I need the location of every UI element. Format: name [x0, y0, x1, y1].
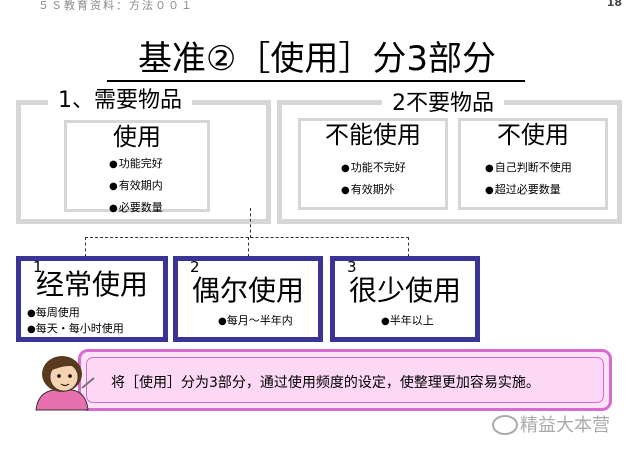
box-title: 偶尔使用 [191, 274, 304, 307]
not-used-box-bullets: 自己判断不使用 超过必要数量 [485, 157, 572, 201]
use-box-bullets: 功能完好 有效期内 必要数量 [109, 153, 163, 219]
bullet-item: 半年以上 [381, 313, 434, 329]
bullet-item: 有效期外 [341, 179, 406, 201]
bullet-item: 功能不完好 [341, 157, 406, 179]
connector-line [85, 237, 86, 257]
page-number: 18 [606, 0, 622, 9]
teacher-character-icon [35, 356, 95, 411]
connector-line [248, 237, 249, 257]
box-bullets: 每周使用 每天・每小时使用 [27, 305, 124, 337]
bullet-item: 有效期内 [109, 175, 163, 197]
bullet-item: 每天・每小时使用 [27, 321, 124, 337]
note-text: 将［使用］分为3部分，通过使用频度的设定，使整理更加容易实施。 [111, 375, 540, 391]
note-callout: 将［使用］分为3部分，通过使用频度的设定，使整理更加容易实施。 [78, 349, 612, 411]
bullet-item: 每周使用 [27, 305, 124, 321]
box-number: 3 [347, 258, 357, 276]
use-box-title: 使用 [113, 123, 161, 151]
box-bullets: 每月～半年内 [218, 313, 293, 329]
not-used-box: 不使用 自己判断不使用 超过必要数量 [458, 118, 608, 210]
unneeded-items-label: 2不要物品 [382, 91, 504, 117]
box-title: 经常使用 [35, 268, 148, 301]
box-title: 很少使用 [348, 274, 461, 307]
bullet-item: 功能完好 [109, 153, 163, 175]
note-inner-panel: 将［使用］分为3部分，通过使用频度的设定，使整理更加容易实施。 [86, 357, 604, 403]
connector-line [250, 208, 251, 238]
watermark-text: 精益大本营 [520, 415, 610, 436]
frequent-use-box: 1 经常使用 每周使用 每天・每小时使用 [16, 256, 168, 342]
wechat-icon [492, 415, 518, 435]
occasional-use-box: 2 偶尔使用 每月～半年内 [173, 256, 323, 342]
bullet-item: 每月～半年内 [218, 313, 293, 329]
page-title: 基准②［使用］分3部分 [137, 39, 497, 79]
not-used-box-title: 不使用 [497, 121, 569, 149]
connector-line [408, 237, 409, 257]
header-text: ５Ｓ教育资料：方法００１ [38, 0, 194, 12]
box-number: 1 [33, 258, 43, 276]
title-underline [107, 80, 525, 82]
box-number: 2 [190, 258, 200, 276]
use-box: 使用 功能完好 有效期内 必要数量 [64, 120, 210, 214]
rare-use-box: 3 很少使用 半年以上 [330, 256, 480, 342]
needed-items-label: 1、需要物品 [48, 88, 192, 114]
box-bullets: 半年以上 [381, 313, 434, 329]
unusable-box-bullets: 功能不完好 有效期外 [341, 157, 406, 201]
bullet-item: 必要数量 [109, 197, 163, 219]
bullet-item: 自己判断不使用 [485, 157, 572, 179]
unusable-box-title: 不能使用 [325, 121, 421, 149]
bullet-item: 超过必要数量 [485, 179, 572, 201]
unusable-box: 不能使用 功能不完好 有效期外 [298, 118, 448, 210]
connector-line [85, 237, 409, 238]
